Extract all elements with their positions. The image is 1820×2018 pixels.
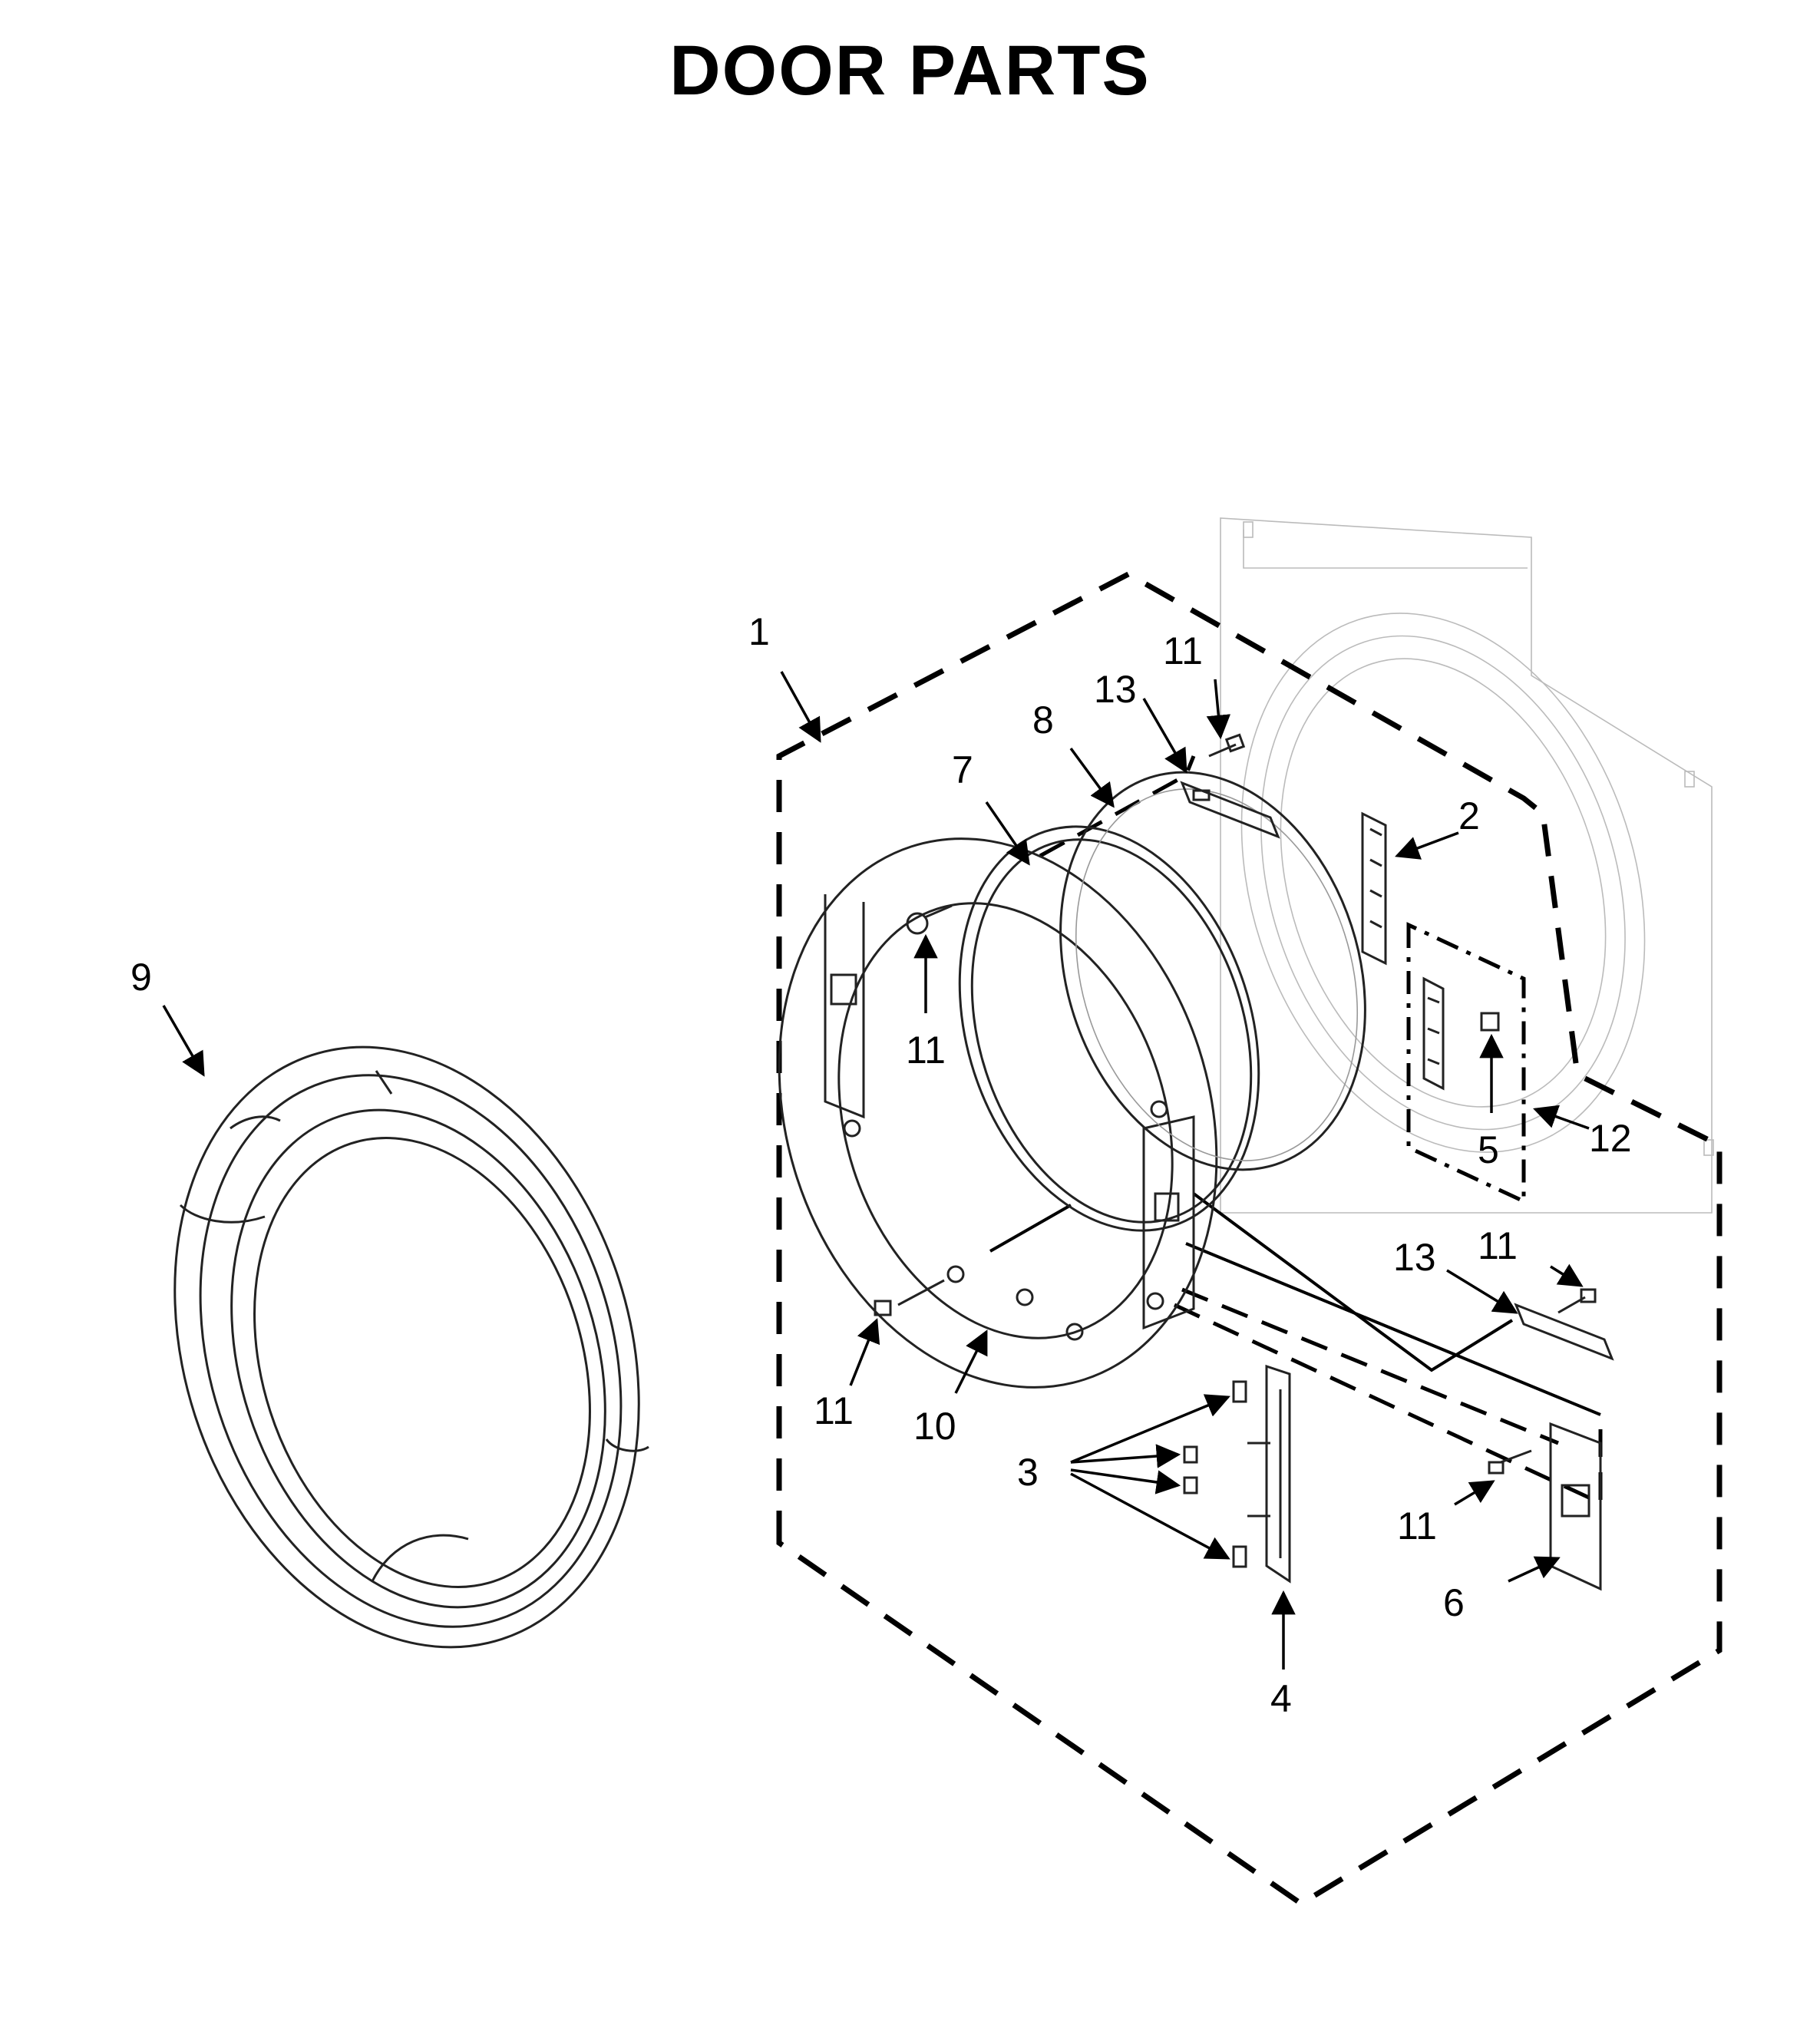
latch-cover xyxy=(1488,1422,1602,1591)
callout-1: 1 xyxy=(748,610,770,653)
diagram-title: DOOR PARTS xyxy=(669,31,1151,110)
screw-top xyxy=(1208,733,1246,758)
door-bezel xyxy=(173,1045,649,1649)
callout-labels: 1 2 3 4 5 6 7 8 9 10 11 11 11 11 11 12 1… xyxy=(130,610,1632,1720)
callout-8: 8 xyxy=(1032,699,1054,741)
callout-10: 10 xyxy=(913,1405,956,1448)
frame-screws xyxy=(874,904,953,1316)
callout-11-bottom-left: 11 xyxy=(814,1389,854,1432)
callout-11-top: 11 xyxy=(1163,629,1203,672)
callout-9: 9 xyxy=(130,956,152,999)
callout-6: 6 xyxy=(1443,1581,1465,1624)
callout-3: 3 xyxy=(1017,1451,1039,1494)
hinge-pins xyxy=(1183,1380,1247,1568)
callout-12: 12 xyxy=(1589,1117,1632,1160)
callout-7: 7 xyxy=(952,748,973,791)
leader-arrows xyxy=(162,671,1590,1670)
door-glass xyxy=(1059,771,1366,1171)
callout-13-bottom: 13 xyxy=(1393,1236,1436,1279)
inner-door-frame xyxy=(778,837,1218,1389)
alignment-lines xyxy=(989,755,1603,1506)
callout-11-left: 11 xyxy=(906,1029,946,1072)
callout-13-top: 13 xyxy=(1094,668,1137,711)
door-latch xyxy=(1361,811,1387,966)
door-assembly-boundary xyxy=(776,571,1723,1907)
callout-11-bottom-right: 11 xyxy=(1397,1504,1437,1547)
latch-part-5 xyxy=(1422,976,1500,1091)
screw-right xyxy=(1557,1288,1597,1314)
callout-11-right: 11 xyxy=(1478,1224,1518,1267)
callout-2: 2 xyxy=(1458,794,1480,837)
latch-kit-box xyxy=(1406,922,1526,1204)
callout-5: 5 xyxy=(1478,1128,1499,1171)
hinge-block-bottom xyxy=(1514,1303,1614,1361)
hinge-block-top xyxy=(1180,781,1280,839)
door-gasket xyxy=(958,825,1260,1232)
door-hinge xyxy=(1247,1364,1291,1584)
callout-4: 4 xyxy=(1270,1677,1292,1720)
